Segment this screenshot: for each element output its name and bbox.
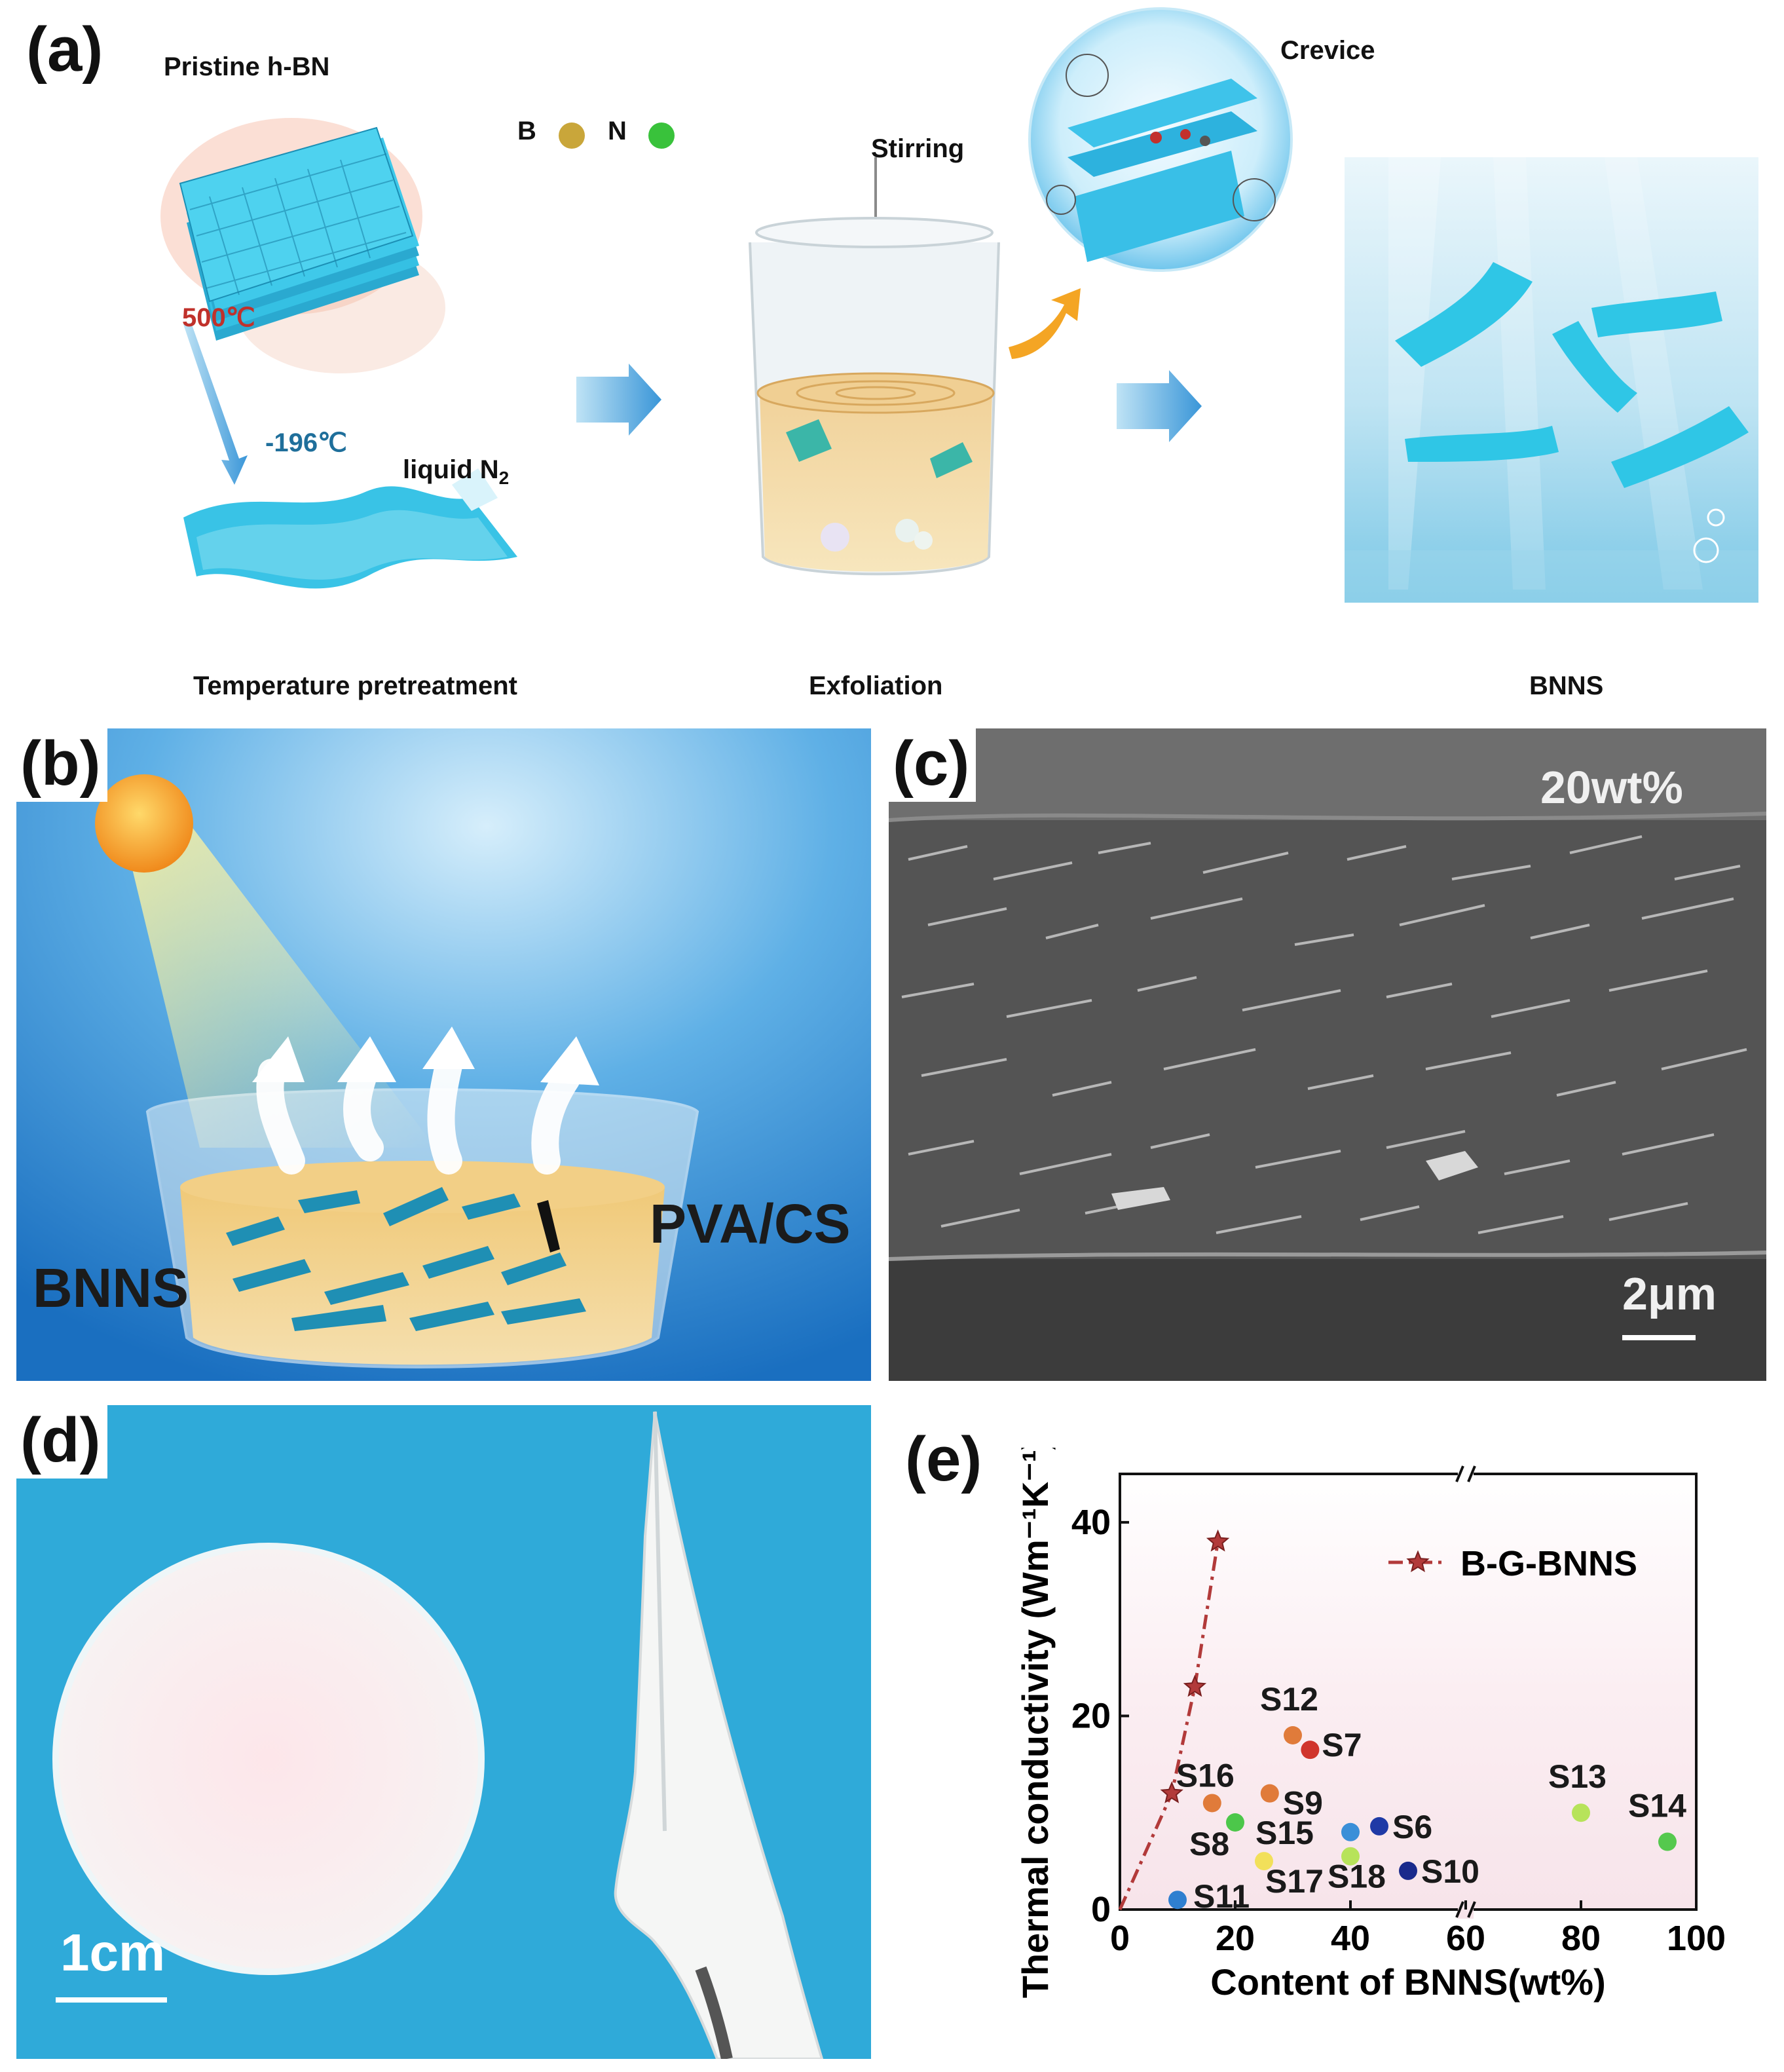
star-marker <box>1160 1781 1183 1803</box>
process-arrow-1 <box>576 364 661 436</box>
x-tick-label: 80 <box>1561 1919 1601 1958</box>
scatter-point-s8 <box>1226 1813 1244 1832</box>
point-label-s12: S12 <box>1260 1681 1318 1718</box>
cooled-sheets <box>183 468 517 589</box>
scatter-point-s11 <box>1168 1891 1187 1910</box>
boron-label: B <box>517 117 536 145</box>
temp-low-label: -196℃ <box>265 428 347 457</box>
crevice-arrow <box>1009 288 1081 359</box>
panel-d-photo <box>16 1405 871 2059</box>
axis-break-mark <box>1455 1901 1464 1918</box>
star-marker <box>1183 1674 1207 1697</box>
star-marker <box>1206 1529 1230 1552</box>
scatter-point-s10 <box>1399 1861 1417 1880</box>
sem-cross-section <box>889 728 1766 1381</box>
x-tick-label: 60 <box>1446 1919 1485 1958</box>
panel-c-label: (c) <box>889 728 976 802</box>
x-tick-label: 100 <box>1667 1919 1726 1958</box>
pva-cs-label: PVA/CS <box>650 1193 851 1254</box>
y-tick-label: 40 <box>1071 1503 1111 1542</box>
scatter-point-s6 <box>1370 1817 1388 1836</box>
axis-break-mark <box>1467 1465 1476 1482</box>
series-line-path <box>1118 1541 1220 1911</box>
panel-b-label: (b) <box>16 728 107 802</box>
bnns-label: BNNS <box>33 1257 189 1319</box>
panel-b-image <box>16 728 871 1381</box>
boron-atom-icon <box>559 122 585 149</box>
liquid-n2-text: liquid N <box>403 455 499 484</box>
sun-icon <box>95 774 193 873</box>
scale-label: 2μm <box>1622 1268 1717 1319</box>
stage-bnns: BNNS <box>1529 671 1604 700</box>
point-label-s13: S13 <box>1548 1758 1607 1795</box>
panel-c-sem-image <box>889 728 1766 1381</box>
hbn-stack <box>160 118 445 373</box>
film-photo <box>16 1405 871 2059</box>
liquid-n2-subscript: 2 <box>498 468 510 488</box>
point-label-s15: S15 <box>1255 1815 1314 1851</box>
point-label-s18: S18 <box>1328 1858 1386 1895</box>
panel-d-label: (d) <box>16 1405 107 1479</box>
point-label-s11: S11 <box>1193 1878 1250 1915</box>
plot-frame <box>1119 1473 1698 1911</box>
temp-high-label: 500℃ <box>182 303 255 332</box>
point-label-s16: S16 <box>1176 1757 1235 1794</box>
x-tick-label: 0 <box>1110 1919 1130 1958</box>
y-tick-label: 0 <box>1091 1890 1111 1929</box>
cooling-arrow <box>183 323 248 485</box>
scatter-point-s13 <box>1572 1803 1590 1822</box>
beaker <box>749 157 1000 576</box>
pristine-hbn-label: Pristine h-BN <box>164 52 330 81</box>
content-label: 20wt% <box>1540 762 1683 813</box>
scatter-point-s14 <box>1658 1832 1677 1851</box>
nitrogen-label: N <box>608 117 627 145</box>
point-label-s6: S6 <box>1392 1809 1432 1845</box>
evaporation-illustration <box>16 728 871 1381</box>
stage-exfoliation: Exfoliation <box>809 671 943 700</box>
chart-axes: 0 20 40 60 80 100 0 20 40 <box>1071 1465 1726 1958</box>
liquid-n2-label: liquid N2 <box>403 455 509 489</box>
x-tick-label: 40 <box>1331 1919 1370 1958</box>
crevice-label: Crevice <box>1280 36 1375 65</box>
y-tick-label: 20 <box>1071 1696 1111 1735</box>
series-b-g-bnns <box>1118 1529 1230 1911</box>
process-arrow-2 <box>1117 370 1202 442</box>
chart-legend: B-G-BNNS <box>1388 1544 1637 1583</box>
folded-film <box>614 1411 824 2059</box>
panel-e-label: (e) <box>905 1424 982 1494</box>
panel-a-label: (a) <box>26 14 103 85</box>
panel-a-illustration <box>160 7 1758 603</box>
scatter-point-s9 <box>1260 1784 1279 1803</box>
point-label-s14: S14 <box>1628 1788 1686 1824</box>
film-disc <box>52 1543 485 1975</box>
point-label-s17: S17 <box>1265 1863 1324 1900</box>
y-axis-label: Thermal conductivity (Wm⁻¹K⁻¹) <box>1014 1448 1056 1998</box>
bnns-water-box <box>1345 157 1758 603</box>
stirring-label: Stirring <box>871 134 965 163</box>
x-axis-label: Content of BNNS(wt%) <box>1210 1961 1605 2003</box>
star-marker <box>1406 1550 1430 1573</box>
scatter-point-s16 <box>1202 1794 1221 1813</box>
legend-label: B-G-BNNS <box>1460 1544 1637 1583</box>
crevice-sphere <box>1028 7 1293 272</box>
nitrogen-atom-icon <box>648 122 675 149</box>
x-tick-label: 20 <box>1216 1919 1255 1958</box>
film-scale-label: 1cm <box>60 1923 166 1982</box>
point-label-s9: S9 <box>1283 1785 1323 1822</box>
point-label-s8: S8 <box>1189 1826 1229 1862</box>
point-label-s7: S7 <box>1322 1727 1362 1763</box>
scatter-point-s12 <box>1284 1726 1302 1744</box>
axis-break-mark <box>1455 1465 1464 1482</box>
scatter-point-s7 <box>1301 1741 1320 1760</box>
stage-temperature-pretreatment: Temperature pretreatment <box>193 671 517 700</box>
axis-break-mark <box>1467 1901 1476 1918</box>
scatter-point-s17 <box>1255 1852 1273 1871</box>
point-label-s10: S10 <box>1421 1853 1479 1890</box>
scatter-point-s18 <box>1341 1847 1360 1866</box>
scatter-point-s15 <box>1341 1822 1360 1841</box>
